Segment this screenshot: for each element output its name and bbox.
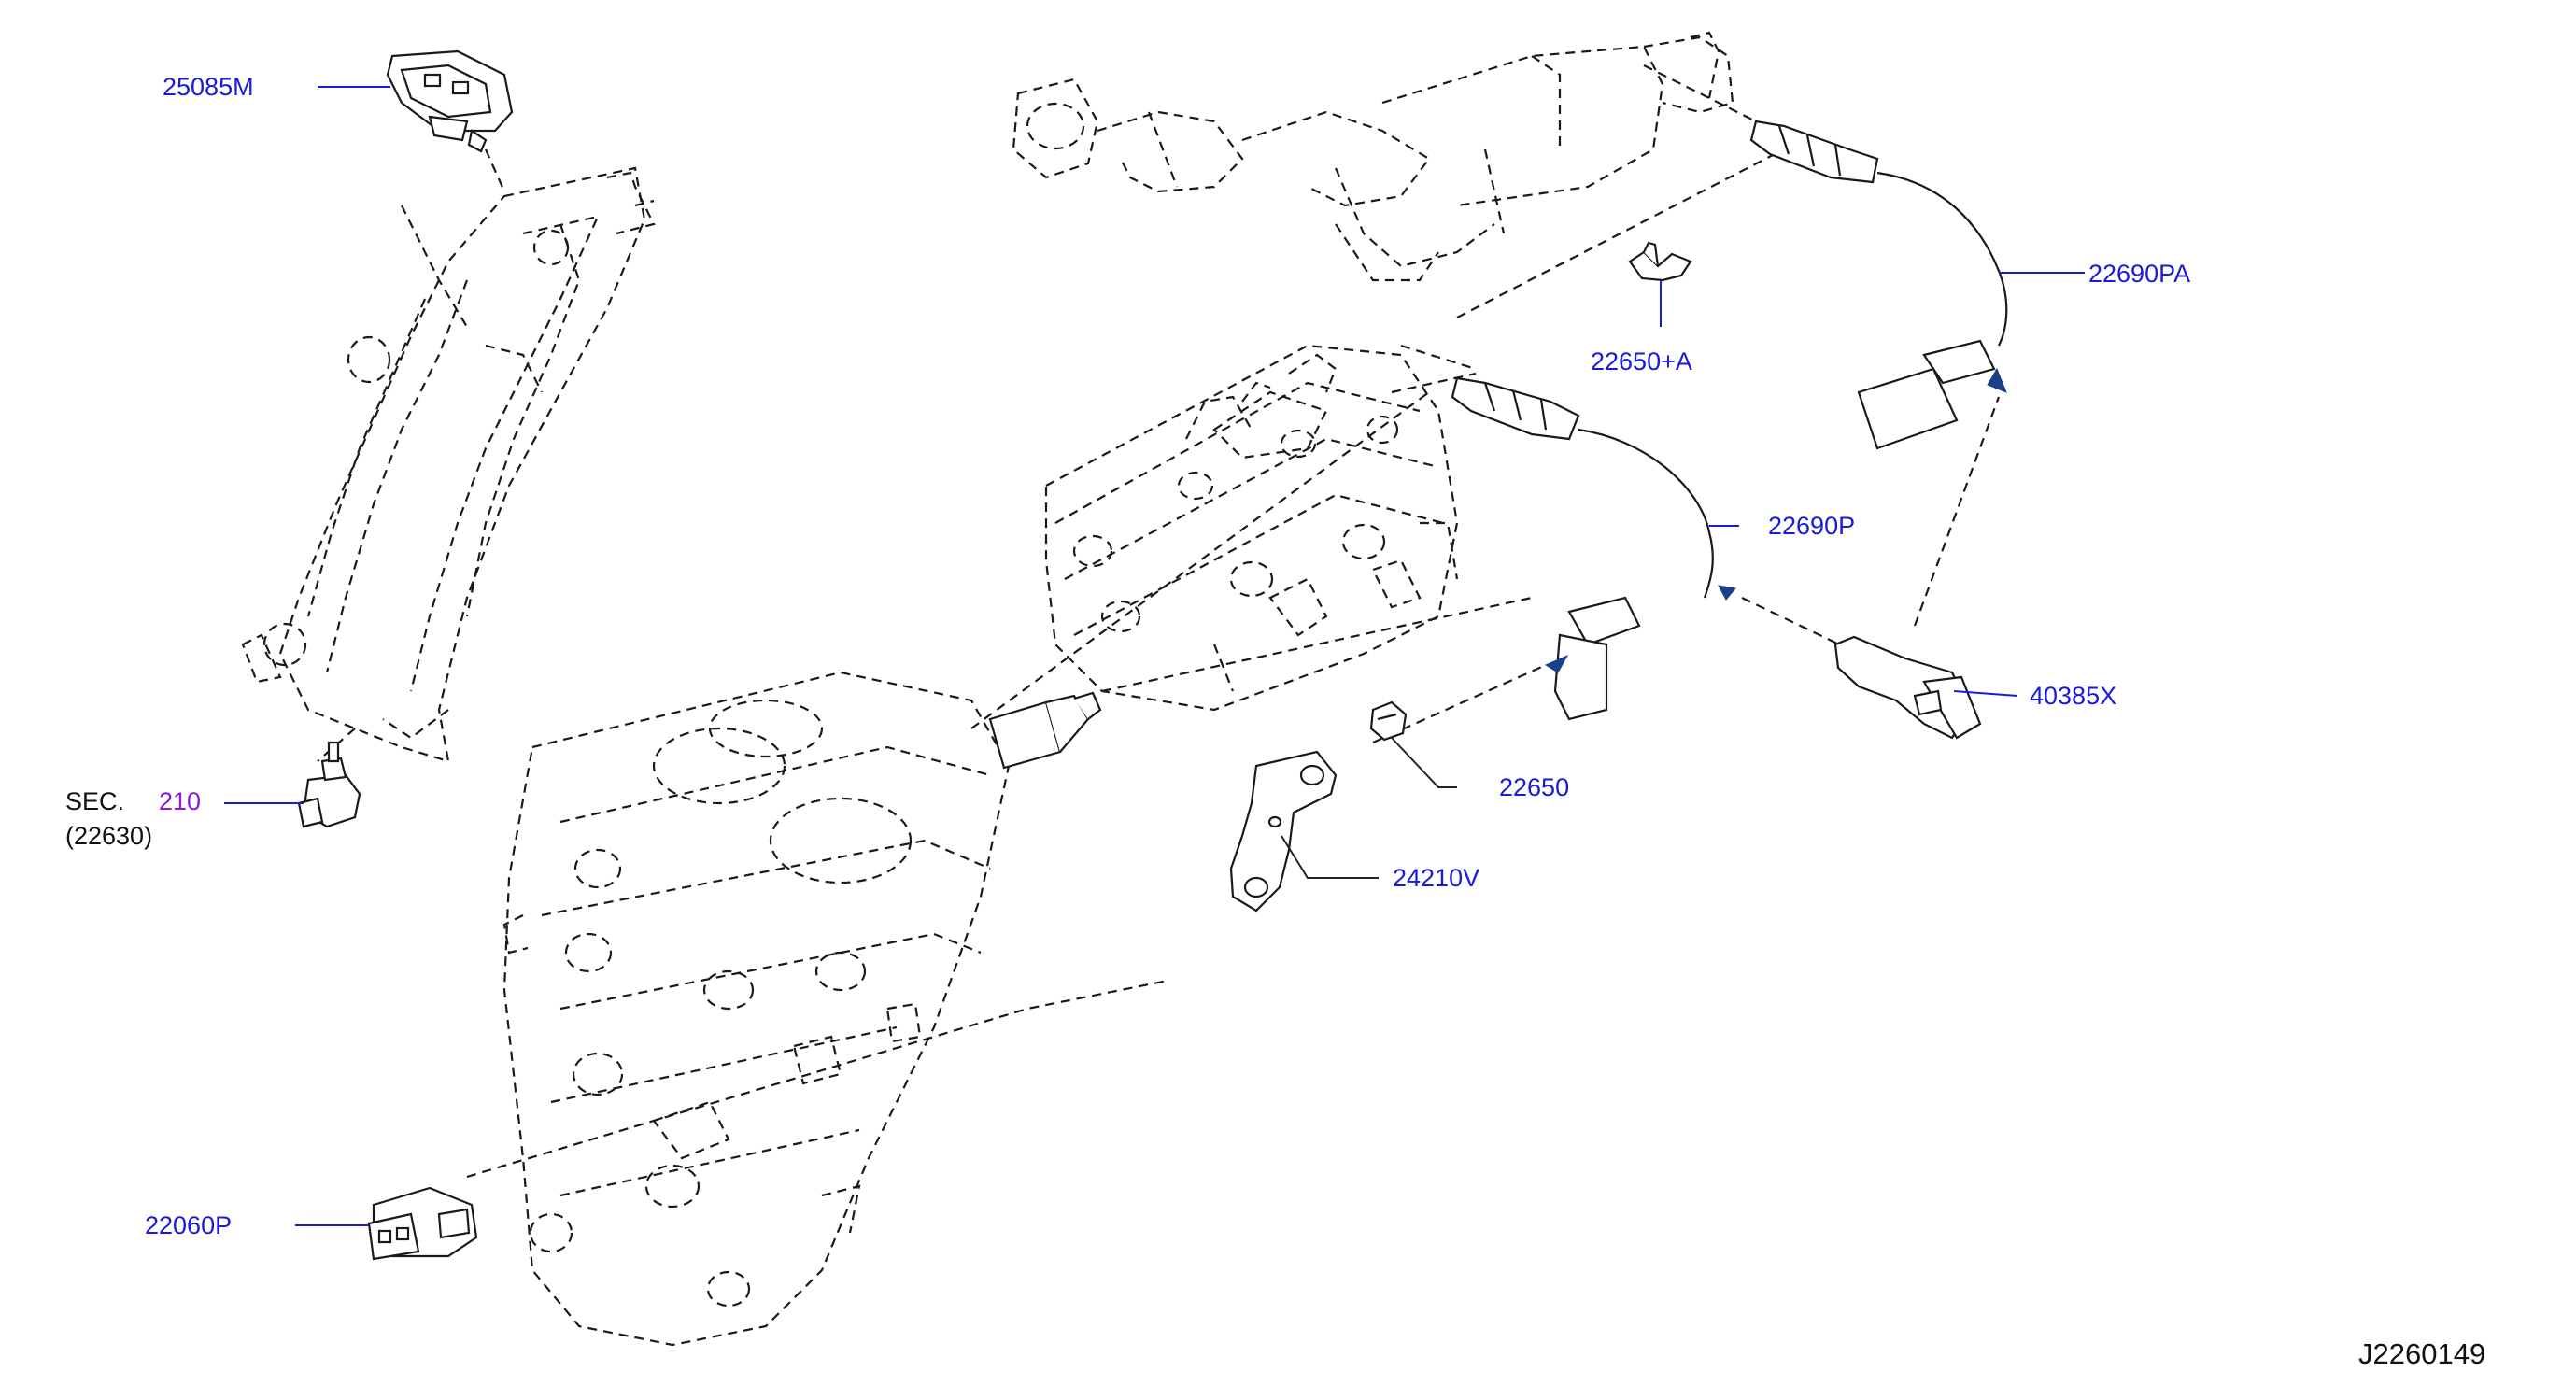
part-label-22060p[interactable]: 22060P bbox=[145, 1211, 233, 1239]
cylinder-head-icon bbox=[1044, 344, 1459, 712]
part-label-40385x[interactable]: 40385X bbox=[2030, 682, 2117, 710]
exhaust-manifold-icon bbox=[1012, 31, 1734, 282]
oxygen-sensor-icon bbox=[1451, 376, 1714, 721]
bolt-icon bbox=[1369, 700, 1408, 742]
cylinder-block-icon bbox=[502, 671, 1011, 1347]
part-label-22650[interactable]: 22650 bbox=[1499, 773, 1570, 801]
leader-lines bbox=[224, 86, 2085, 1226]
bracket-icon bbox=[1229, 750, 1338, 912]
intake-manifold-icon bbox=[241, 166, 656, 763]
part-label-22650a[interactable]: 22650+A bbox=[1591, 347, 1692, 375]
map-sensor-icon bbox=[386, 50, 514, 153]
coolant-temp-sensor-icon bbox=[297, 741, 361, 828]
section-ref-part: (22630) bbox=[65, 822, 153, 850]
part-label-25085m[interactable]: 25085M bbox=[163, 73, 254, 101]
clip-icon bbox=[1628, 241, 1692, 282]
part-label-24210v[interactable]: 24210V bbox=[1393, 864, 1480, 892]
knock-sensor-icon bbox=[367, 1186, 478, 1261]
diagram-id: J2260149 bbox=[2358, 1337, 2486, 1370]
connection-lines bbox=[317, 64, 2001, 1179]
part-label-22690p[interactable]: 22690P bbox=[1768, 512, 1856, 540]
section-ref-number[interactable]: 210 bbox=[159, 787, 202, 815]
section-ref-prefix: SEC. bbox=[65, 787, 125, 815]
coolant-temp-sensor-icon bbox=[988, 691, 1102, 770]
direction-arrows bbox=[1544, 367, 2007, 673]
oxygen-sensor-icon bbox=[1749, 120, 2008, 450]
part-label-22690pa[interactable]: 22690PA bbox=[2088, 260, 2191, 288]
crank-sensor-icon bbox=[1833, 635, 1982, 740]
